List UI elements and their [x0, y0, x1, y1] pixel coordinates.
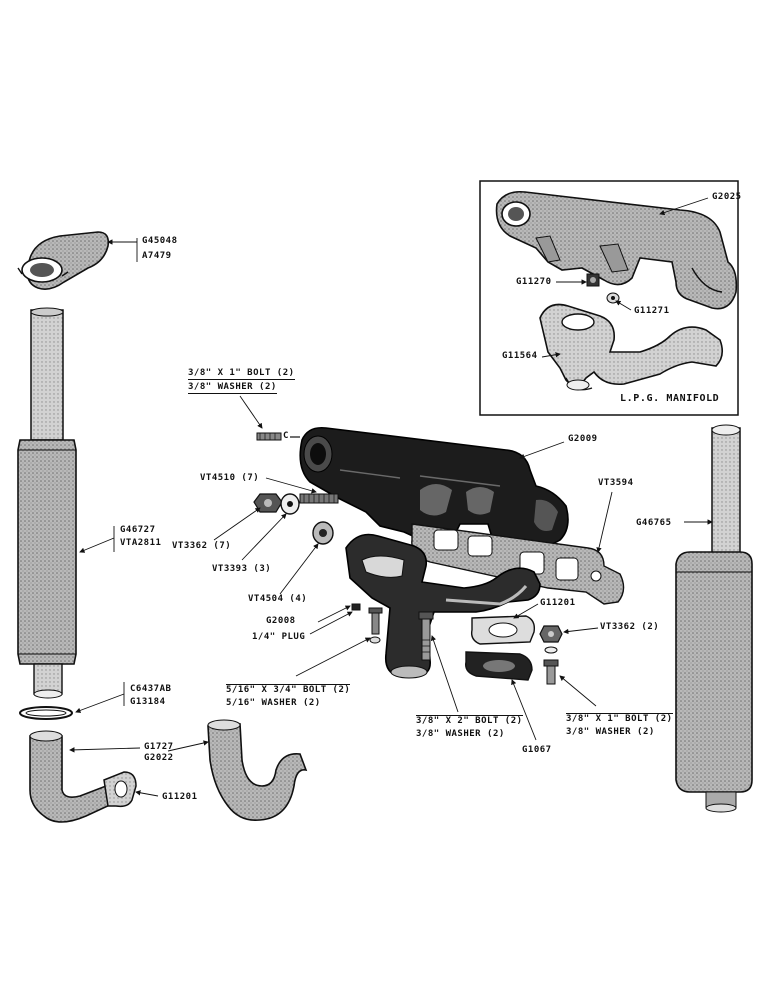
bolt-38x2 — [418, 611, 434, 661]
label-g11564: G11564 — [502, 351, 538, 361]
nut-vt3362-right — [539, 625, 563, 654]
stud-vt4510 — [299, 493, 339, 504]
label-vta2811: VTA2811 — [120, 538, 162, 548]
label-g11201-bottom: G11201 — [162, 792, 198, 802]
exhaust-elbow-g45048 — [17, 231, 110, 290]
gasket-vt3594 — [411, 523, 625, 605]
manifold-g2025 — [495, 190, 738, 310]
nut-g11270 — [586, 273, 600, 287]
exhaust-elbow-g1727 — [29, 730, 137, 823]
label-g1067: G1067 — [522, 745, 552, 755]
label-vt3362-right: VT3362 (2) — [600, 622, 660, 632]
muffler-g46765 — [675, 424, 753, 813]
label-vt3393: VT3393 (3) — [212, 564, 272, 574]
label-g46727: G46727 — [120, 525, 156, 535]
label-g11270: G11270 — [516, 277, 552, 287]
label-g11201-mid: G11201 — [540, 598, 576, 608]
washer-vt3393 — [280, 493, 300, 515]
label-a7479: A7479 — [142, 251, 172, 261]
inset-title: L.P.G. MANIFOLD — [620, 393, 720, 404]
label-bolt-38x2: 3/8" X 2" BOLT (2) — [416, 715, 523, 726]
label-g2009: G2009 — [568, 434, 598, 444]
muffler-g46727 — [17, 307, 77, 699]
label-bolt-top: 3/8" X 1" BOLT (2) — [188, 368, 295, 380]
label-washer-38x1: 3/8" WASHER (2) — [566, 727, 655, 737]
label-vt4504: VT4504 (4) — [248, 594, 308, 604]
exhaust-pipe-g2022 — [207, 719, 308, 822]
label-vt3362-left: VT3362 (7) — [172, 541, 232, 551]
gasket-g11201 — [470, 615, 536, 645]
label-washer-516: 5/16" WASHER (2) — [226, 698, 321, 708]
label-vt3594: VT3594 — [598, 478, 634, 488]
bolt-c — [256, 432, 282, 441]
label-g46765: G46765 — [636, 518, 672, 528]
bolt-516 — [368, 607, 383, 644]
nut-vt3362-left — [253, 493, 283, 513]
label-c: C — [283, 431, 289, 441]
washer-vt4504 — [312, 521, 334, 545]
bolt-38x1-right — [543, 659, 559, 685]
clamp-c6437ab — [19, 706, 73, 720]
label-g2022: G2022 — [144, 753, 174, 763]
label-g2025: G2025 — [712, 192, 742, 202]
manifold-g2008 — [345, 533, 541, 679]
label-bolt-38x1: 3/8" X 1" BOLT (2) — [566, 713, 673, 724]
label-g11271: G11271 — [634, 306, 670, 316]
lpg-manifold-inset — [479, 180, 739, 416]
manifold-g11564 — [539, 303, 724, 391]
label-c6437ab: C6437AB — [130, 684, 172, 694]
gasket-g1067 — [465, 651, 533, 681]
label-washer-38x2: 3/8" WASHER (2) — [416, 729, 505, 739]
label-g45048: G45048 — [142, 236, 178, 246]
plug — [351, 603, 361, 611]
label-vt4510: VT4510 (7) — [200, 473, 260, 483]
label-g1727: G1727 — [144, 742, 174, 752]
label-g2008: G2008 — [266, 616, 296, 626]
label-bolt-516: 5/16" X 3/4" BOLT (2) — [226, 684, 351, 695]
washer-g11271 — [606, 292, 620, 304]
label-g13184: G13184 — [130, 697, 166, 707]
label-plug: 1/4" PLUG — [252, 632, 306, 642]
label-washer-top: 3/8" WASHER (2) — [188, 382, 277, 394]
